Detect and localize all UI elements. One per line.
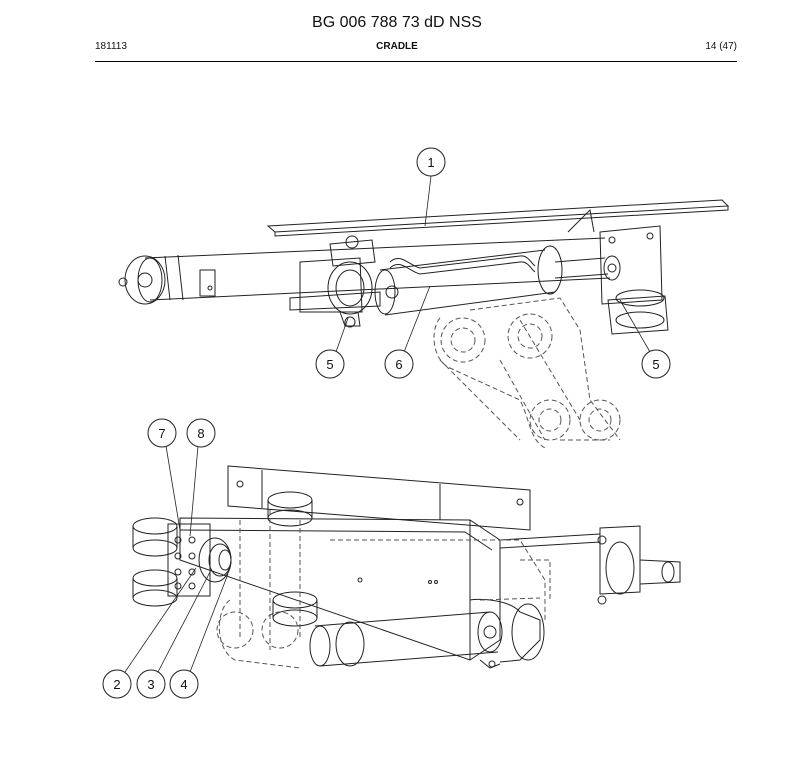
callout-2: 2: [102, 669, 132, 699]
callout-8-label: 8: [197, 426, 204, 441]
callout-1-label: 1: [427, 155, 434, 170]
document-number: BG 006 788 73 dD NSS: [312, 14, 482, 31]
callout-4-label: 4: [180, 677, 187, 692]
callout-7: 7: [147, 418, 177, 448]
bottom-hidden-detail: [216, 510, 551, 669]
bottom-assembly: [132, 465, 681, 669]
callout-4: 4: [169, 669, 199, 699]
callout-5-left: 5: [315, 349, 345, 379]
callout-8: 8: [186, 418, 216, 448]
callout-6: 6: [384, 349, 414, 379]
date-code: 181113: [95, 41, 127, 52]
callout-1: 1: [416, 147, 446, 177]
callout-5-right: 5: [641, 349, 671, 379]
leader-lines: [124, 175, 651, 673]
callout-6-label: 6: [395, 357, 402, 372]
section-title: CRADLE: [376, 41, 418, 52]
header-rule: [95, 61, 737, 62]
callout-7-label: 7: [158, 426, 165, 441]
callout-5-left-label: 5: [326, 357, 333, 372]
page-indicator: 14 (47): [705, 41, 737, 52]
top-assembly: [118, 199, 730, 335]
callout-3: 3: [136, 669, 166, 699]
callout-2-label: 2: [113, 677, 120, 692]
callout-3-label: 3: [147, 677, 154, 692]
callout-5-right-label: 5: [652, 357, 659, 372]
top-hidden-linkage: [433, 297, 621, 449]
